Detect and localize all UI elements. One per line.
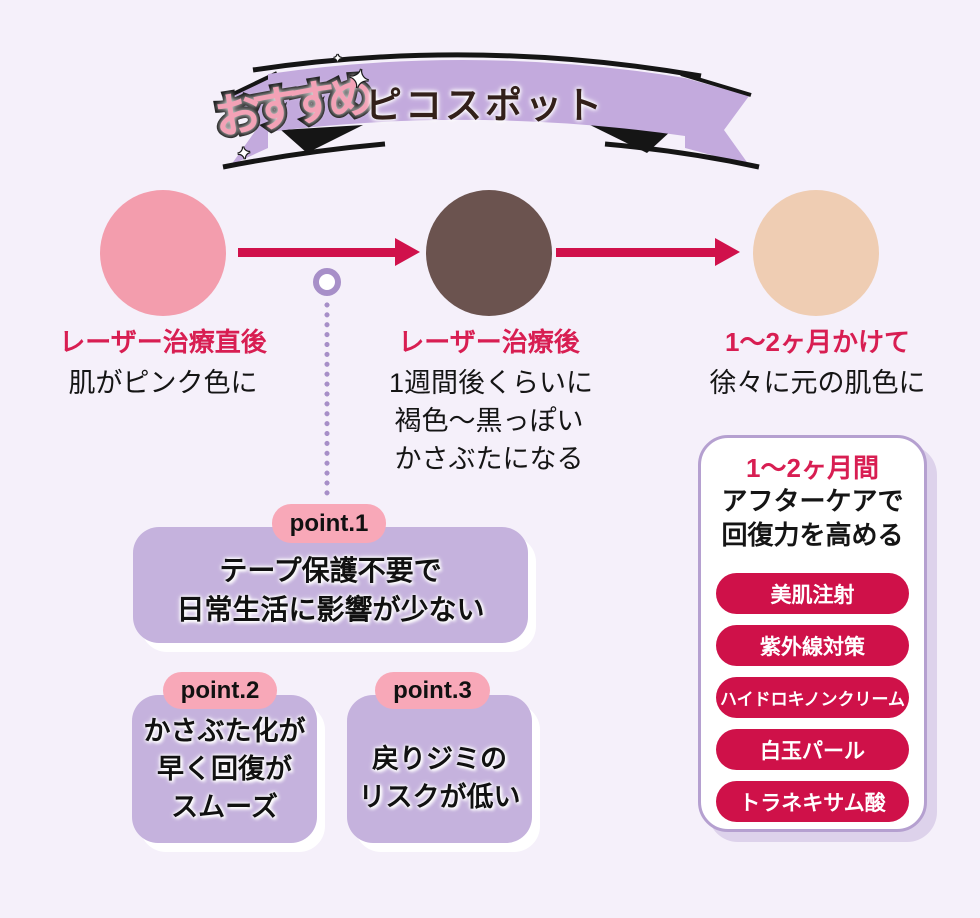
stage-label-2: レーザー治療後 1週間後くらいに 褐色〜黒っぽい かさぶたになる (389, 327, 594, 478)
connector-ring-icon (313, 268, 341, 296)
banner: おすすめ ✦ ✦ ✦ ピコスポット (185, 48, 775, 188)
point3-badge: point.3 (375, 672, 490, 709)
aftercare-item-bihada-injection: 美肌注射 (716, 573, 909, 614)
aftercare-subtitle: 回復力を高める (721, 520, 904, 550)
point1-line: 日常生活に影響が少ない (176, 594, 485, 625)
stage-description: 褐色〜黒っぽい (394, 406, 584, 436)
sparkle-icon: ✦ (332, 52, 344, 67)
arrow-right-icon (238, 238, 420, 266)
point3-text: 戻りジミの リスクが低い (347, 740, 532, 816)
point1-line: テープ保護不要で (219, 555, 442, 586)
stage-title: レーザー治療後 (398, 327, 580, 357)
stage-title: レーザー治療直後 (59, 327, 267, 357)
point1-text: テープ保護不要で 日常生活に影響が少ない (133, 551, 528, 629)
skin-stage-circle-pink (100, 190, 226, 316)
aftercare-panel: 1〜2ヶ月間 アフターケアで 回復力を高める 美肌注射 紫外線対策 ハイドロキノ… (698, 435, 927, 832)
stage-description: 肌がピンク色に (68, 368, 258, 398)
point2-text: かさぶた化が 早く回復が スムーズ (132, 712, 317, 826)
ribbon-banner-graphic (222, 52, 760, 170)
banner-title: ピコスポット (365, 83, 605, 127)
aftercare-subtitle: アフターケアで (721, 486, 904, 516)
point3-box (347, 695, 532, 843)
aftercare-item-list: 美肌注射 紫外線対策 ハイドロキノンクリーム 白玉パール トラネキサム酸 (701, 573, 924, 822)
skin-stage-circle-beige (753, 190, 879, 316)
point2-box (132, 695, 317, 843)
point1-badge: point.1 (272, 504, 386, 543)
aftercare-duration: 1〜2ヶ月間 (746, 453, 879, 483)
dotted-line (324, 300, 330, 498)
stage-label-1: レーザー治療直後 肌がピンク色に (30, 327, 296, 402)
aftercare-item-tranexamic-acid: トラネキサム酸 (716, 781, 909, 822)
point3-line: 戻りジミの (372, 744, 507, 774)
point3-line: リスクが低い (358, 782, 521, 812)
point2-line: かさぶた化が (143, 716, 306, 746)
arrow-right-icon (556, 238, 740, 266)
stage-label-3: 1〜2ヶ月かけて 徐々に元の肌色に (700, 327, 935, 402)
point2-line: スムーズ (171, 792, 278, 822)
stage-description: かさぶたになる (394, 444, 584, 474)
aftercare-item-shiratama-pearl: 白玉パール (716, 729, 909, 770)
point2-badge: point.2 (163, 672, 277, 709)
stage-description: 徐々に元の肌色に (709, 368, 926, 398)
stage-title: 1〜2ヶ月かけて (725, 327, 910, 357)
sparkle-icon: ✦ (234, 142, 253, 165)
stage-description: 1週間後くらいに (389, 368, 594, 398)
skin-stage-circle-brown (426, 190, 552, 316)
point1-box (133, 527, 528, 643)
point2-line: 早く回復が (157, 754, 292, 784)
aftercare-item-hydroquinone-cream: ハイドロキノンクリーム (716, 677, 909, 718)
aftercare-item-uv-protection: 紫外線対策 (716, 625, 909, 666)
